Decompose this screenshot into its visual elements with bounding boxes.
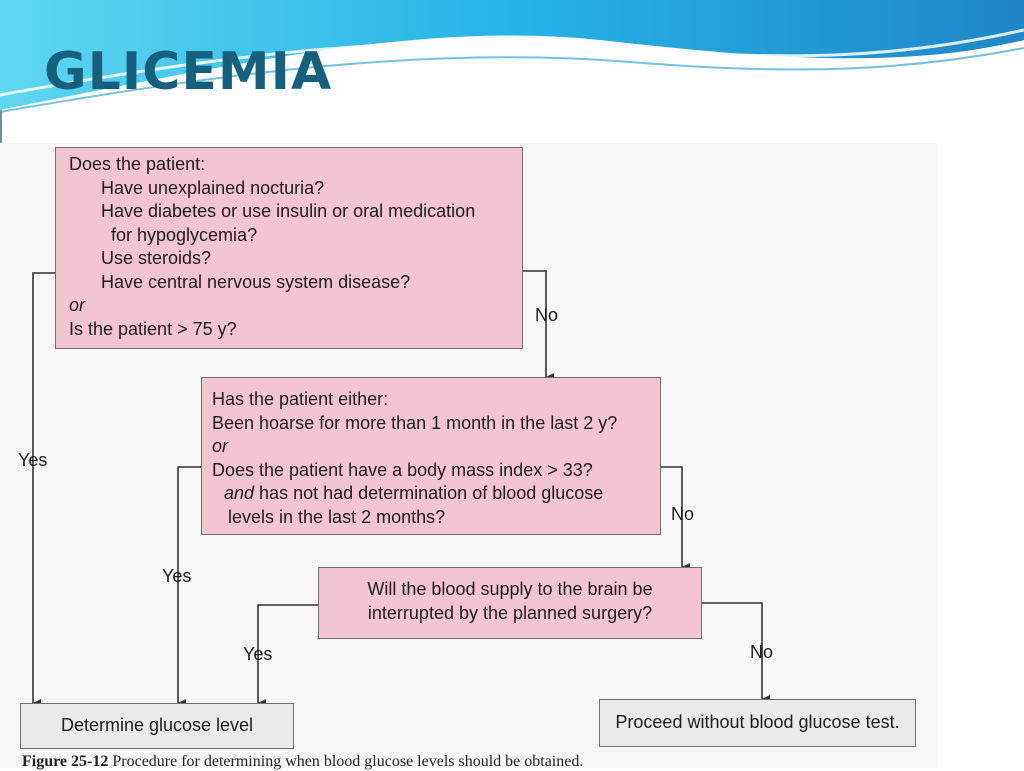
q1-no-label: No <box>535 305 559 325</box>
outcome-determine-glucose: Determine glucose level <box>20 703 294 749</box>
question-box-3: Will the blood supply to the brain be in… <box>318 567 702 639</box>
q2-or: or <box>212 436 229 456</box>
outcome-determine-label: Determine glucose level <box>60 715 254 735</box>
figure-caption-text: Procedure for determining when blood glu… <box>108 753 584 770</box>
q2-and-line: and has not had determination of blood g… <box>212 482 660 506</box>
q2-levels: levels in the last 2 months? <box>228 506 446 527</box>
q2-yes-label: Yes <box>162 566 192 586</box>
q1-yes-label: Yes <box>18 450 48 470</box>
q3-no-connector <box>702 602 770 703</box>
question-box-1: Does the patient: Have unexplained noctu… <box>55 147 523 349</box>
q1-item-cns: Have central nervous system disease? <box>101 271 411 292</box>
q1-item-hypoglycemia: for hypoglycemia? <box>111 224 258 245</box>
question-box-2: Has the patient either: Been hoarse for … <box>201 377 661 535</box>
q1-yes-connector <box>32 272 55 707</box>
figure-number: Figure 25-12 <box>22 753 109 770</box>
outcome-proceed-without-test: Proceed without blood glucose test. <box>599 699 916 747</box>
q1-item-nocturia: Have unexplained nocturia? <box>101 177 325 198</box>
q2-intro: Has the patient either: <box>212 389 389 409</box>
q1-item-steroids: Use steroids? <box>101 248 212 268</box>
q1-age: Is the patient > 75 y? <box>69 318 237 339</box>
q3-line2: interrupted by the planned surgery? <box>367 602 653 623</box>
q2-hoarse: Been hoarse for more than 1 month in the… <box>212 412 618 433</box>
q3-no-label: No <box>750 642 774 662</box>
q3-yes-connector <box>257 604 318 707</box>
q3-yes-label: Yes <box>243 644 273 664</box>
q1-or: or <box>69 295 86 315</box>
q2-no-label: No <box>671 504 695 524</box>
q2-and-word: and <box>224 483 255 503</box>
slide-title: GLICEMIA <box>44 42 333 102</box>
q2-and-rest: has not had determination of blood gluco… <box>254 483 604 503</box>
q3-line1: Will the blood supply to the brain be <box>367 579 653 599</box>
q2-no-connector <box>661 466 690 571</box>
outcome-proceed-label: Proceed without blood glucose test. <box>615 712 900 732</box>
q1-intro: Does the patient: <box>69 154 206 174</box>
figure-caption: Figure 25-12 Procedure for determining w… <box>22 753 583 771</box>
q2-yes-connector <box>177 466 201 707</box>
q2-bmi: Does the patient have a body mass index … <box>212 459 593 480</box>
q1-no-connector <box>523 270 554 381</box>
q1-item-diabetes: Have diabetes or use insulin or oral med… <box>101 201 476 221</box>
